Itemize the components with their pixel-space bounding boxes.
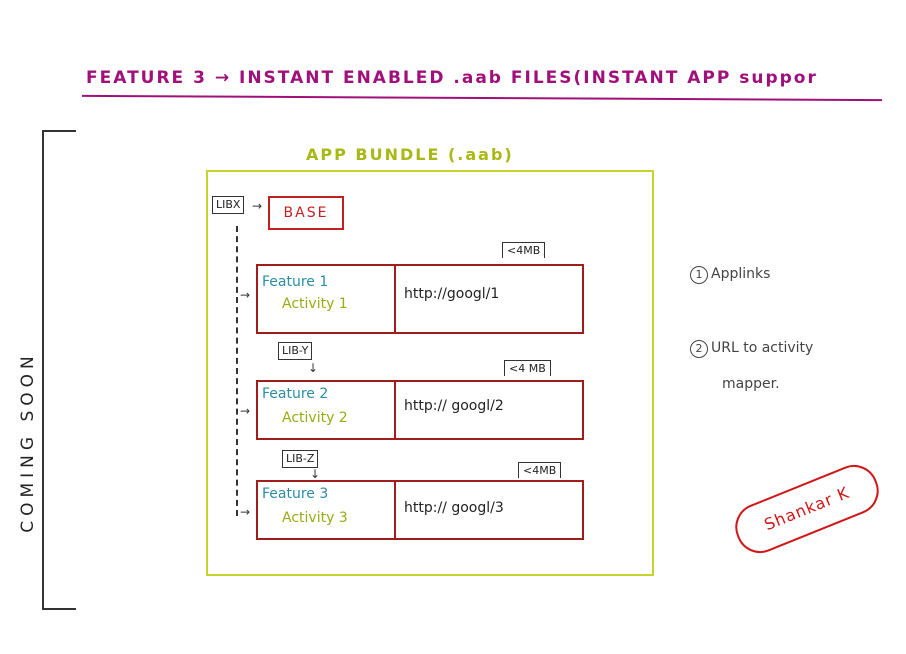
feature-1-activity: Activity 1	[282, 296, 348, 312]
feature-3-info: Feature 3 Activity 3	[258, 482, 396, 538]
lib-x-box: LIBX	[212, 196, 245, 214]
feature-1-url: http://googl/1	[404, 286, 500, 302]
lib-y-box: LIB-Y	[278, 342, 313, 360]
lib-z-arrow: ↓	[310, 467, 321, 481]
lib-x-arrow: →	[252, 199, 263, 213]
feature-3-module: Feature 3 Activity 3 http:// googl/3	[256, 480, 584, 540]
app-bundle-box	[206, 170, 654, 576]
lib-z-box: LIB-Z	[282, 450, 319, 468]
page-title: FEATURE 3 → INSTANT ENABLED .aab FILES(I…	[86, 68, 818, 88]
feature-1-arrow: →	[240, 288, 251, 302]
feature-2-activity: Activity 2	[282, 410, 348, 426]
author-stamp: Shankar K	[728, 457, 886, 561]
feature-2-name: Feature 2	[262, 386, 329, 402]
feature-2-url: http:// googl/2	[404, 398, 504, 414]
coming-soon-label: COMING SOON	[18, 351, 38, 533]
feature-2-arrow: →	[240, 404, 251, 418]
note-2-number: 2	[690, 340, 708, 358]
note-1-number: 1	[690, 266, 708, 284]
feature-1-info: Feature 1 Activity 1	[258, 266, 396, 332]
note-1-text: Applinks	[711, 266, 771, 282]
feature-3-name: Feature 3	[262, 486, 329, 502]
base-module: BASE	[268, 196, 344, 230]
feature-2-info: Feature 2 Activity 2	[258, 382, 396, 438]
feature-2-size: <4 MB	[504, 360, 551, 376]
feature-3-arrow: →	[240, 505, 251, 519]
feature-2-module: Feature 2 Activity 2 http:// googl/2	[256, 380, 584, 440]
lib-y-arrow: ↓	[308, 361, 319, 375]
feature-3-url: http:// googl/3	[404, 500, 504, 516]
dependency-line	[236, 226, 238, 516]
feature-3-activity: Activity 3	[282, 510, 348, 526]
feature-1-name: Feature 1	[262, 274, 329, 290]
feature-3-size: <4MB	[518, 462, 562, 478]
feature-1-size: <4MB	[502, 242, 546, 258]
bundle-title: APP BUNDLE (.aab)	[306, 145, 514, 164]
coming-soon-bracket	[42, 130, 76, 610]
title-underline	[82, 94, 882, 102]
note-2-text: URL to activity	[711, 340, 814, 356]
note-2-text-continued: mapper.	[722, 376, 780, 392]
feature-1-module: Feature 1 Activity 1 http://googl/1	[256, 264, 584, 334]
